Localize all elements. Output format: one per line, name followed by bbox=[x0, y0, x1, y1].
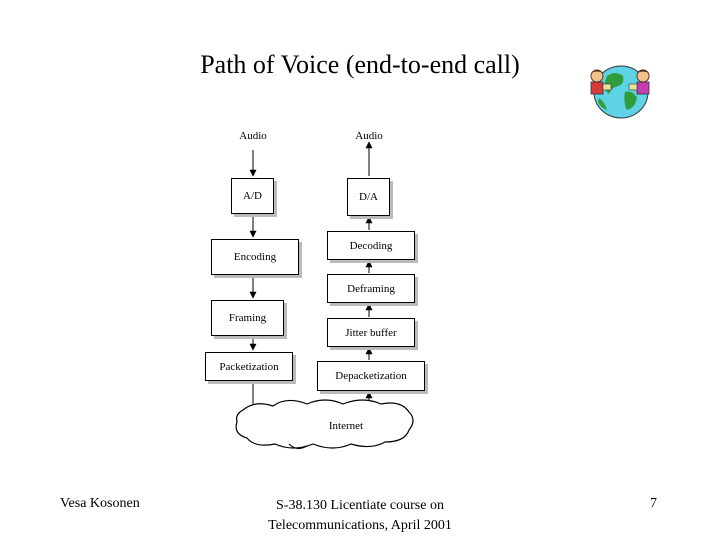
internet-cloud-icon bbox=[235, 399, 414, 450]
slide-title: Path of Voice (end-to-end call) bbox=[200, 50, 520, 79]
footer-course-line1: S-38.130 Licentiate course on bbox=[276, 498, 444, 513]
person-left-icon bbox=[590, 69, 612, 95]
receive-audio-label: Audio bbox=[355, 130, 383, 142]
footer-author: Vesa Kosonen bbox=[60, 496, 140, 511]
internet-label: Internet bbox=[328, 420, 364, 432]
person-right-icon bbox=[628, 69, 650, 95]
diagram-connectors bbox=[235, 141, 414, 450]
footer-course-line2: Telecommunications, April 2001 bbox=[268, 518, 452, 533]
decoding-box: Decoding bbox=[327, 231, 415, 260]
encoding-box: Encoding bbox=[211, 239, 299, 275]
depacketization-box: Depacketization bbox=[317, 361, 425, 391]
jitter-buffer-box: Jitter buffer bbox=[327, 318, 415, 347]
voice-path-diagram: Audio A/D Encoding Framing Packetization… bbox=[195, 120, 435, 460]
da-box: D/A bbox=[347, 178, 390, 216]
page-number: 7 bbox=[650, 496, 657, 511]
packetization-box: Packetization bbox=[205, 352, 293, 381]
footer-course: S-38.130 Licentiate course on Telecommun… bbox=[210, 496, 510, 536]
send-audio-label: Audio bbox=[239, 130, 267, 142]
ad-box: A/D bbox=[231, 178, 274, 214]
framing-box: Framing bbox=[211, 300, 284, 336]
globe-with-people-icon bbox=[590, 65, 650, 119]
deframing-box: Deframing bbox=[327, 274, 415, 303]
